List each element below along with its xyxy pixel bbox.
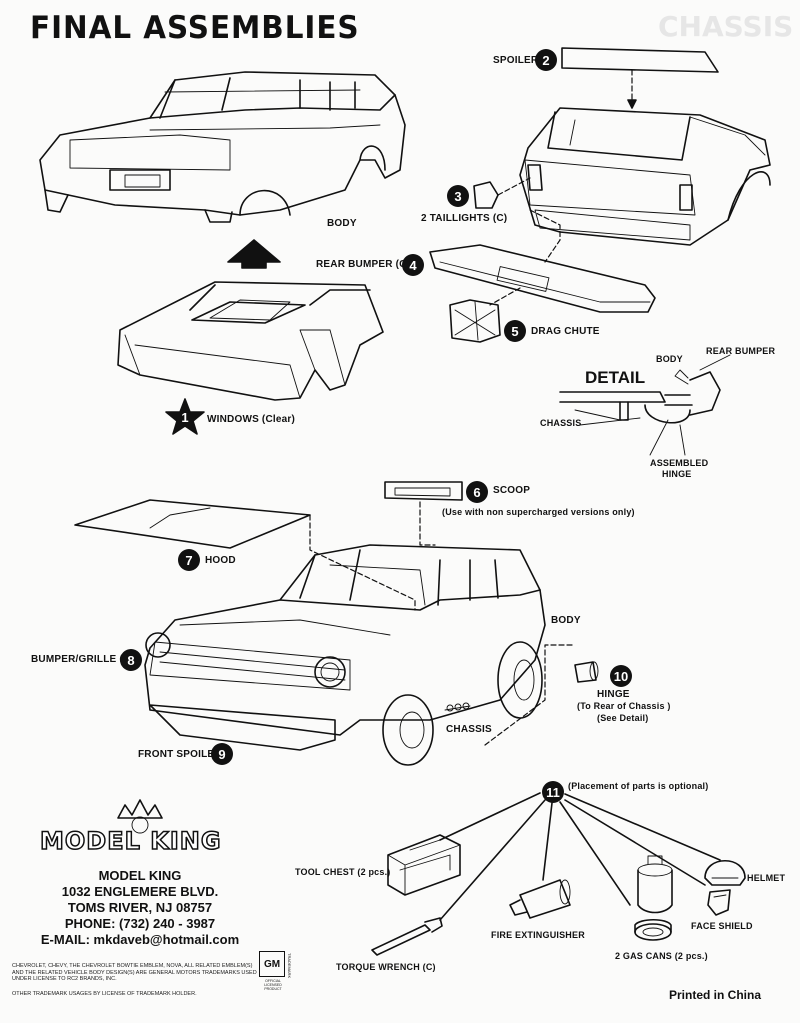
taillight-drawing — [473, 181, 499, 209]
arrow-up-drawing — [227, 239, 281, 269]
spoiler-drawing — [561, 47, 719, 73]
step-6-badge: 6 — [466, 481, 488, 503]
company-street: 1032 ENGLEMERE BLVD. — [61, 884, 219, 899]
body-label-bottom: BODY — [551, 615, 581, 626]
step-5-badge: 5 — [504, 320, 526, 342]
tool-chest-drawing — [387, 834, 461, 896]
torque-wrench-label: TORQUE WRENCH (C) — [336, 962, 436, 972]
detail-heading: DETAIL — [585, 368, 646, 387]
ghost-heading: CHASSIS — [658, 10, 794, 43]
chassis-label-bottom: CHASSIS — [446, 724, 492, 735]
drag-chute-drawing — [449, 299, 501, 343]
step-10-note-2: (See Detail) — [597, 713, 649, 723]
body-bottom-drawing — [144, 544, 546, 766]
company-address: MODEL KING 1032 ENGLEMERE BLVD. TOMS RIV… — [30, 868, 250, 948]
gm-badge: GM — [259, 951, 285, 977]
legal-usage-text: OTHER TRADEMARK USAGES BY LICENSE OF TRA… — [12, 991, 197, 997]
gm-licensed-text: OFFICIAL LICENSED PRODUCT — [264, 979, 282, 991]
hinge-drawing — [574, 661, 599, 683]
page-title: FINAL ASSEMBLIES — [30, 10, 360, 46]
rear-bumper-drawing — [429, 244, 656, 313]
step-11-badge: 11 — [542, 781, 564, 803]
gm-side-text: TRADEMARK — [287, 953, 292, 979]
step-9-label: FRONT SPOILER — [138, 749, 222, 760]
step-9-badge: 9 — [211, 743, 233, 765]
step-1-badge: 1 — [181, 409, 189, 425]
fire-extinguisher-label: FIRE EXTINGUISHER — [491, 930, 585, 940]
step-5-label: DRAG CHUTE — [531, 326, 600, 337]
step-2-badge: 2 — [535, 49, 557, 71]
company-name: MODEL KING — [98, 868, 182, 883]
step-7-label: HOOD — [205, 555, 236, 566]
step-3-label: 2 TAILLIGHTS (C) — [421, 213, 508, 224]
torque-wrench-drawing — [371, 917, 443, 956]
step-4-label: REAR BUMPER (C) — [316, 259, 411, 270]
step-10-badge: 10 — [610, 665, 632, 687]
step-8-label: BUMPER/GRILLE (C) — [31, 654, 134, 665]
step-10-note-1: (To Rear of Chassis ) — [577, 701, 671, 711]
detail-drawing — [559, 354, 731, 456]
gas-can-drawing — [634, 855, 673, 941]
windows-drawing — [117, 281, 384, 401]
helmet-label: HELMET — [747, 873, 786, 883]
company-email[interactable]: E-MAIL: mkdaveb@hotmail.com — [40, 932, 240, 947]
detail-chassis-label: CHASSIS — [540, 418, 582, 428]
windows-star-badge — [165, 398, 205, 435]
company-phone: PHONE: (732) 240 - 3987 — [64, 916, 216, 931]
step-8-badge: 8 — [120, 649, 142, 671]
step-4-badge: 4 — [402, 254, 424, 276]
step-2-label: SPOILER — [493, 55, 539, 66]
body-label-top: BODY — [327, 218, 357, 229]
step-6-label: SCOOP — [493, 485, 531, 496]
model-king-crown — [117, 799, 163, 834]
legal-trademark-text: CHEVROLET, CHEVY, THE CHEVROLET BOWTIE E… — [12, 963, 257, 982]
detail-hinge-label-2: HINGE — [662, 469, 692, 479]
detail-rear-bumper-label: REAR BUMPER — [706, 346, 776, 356]
body-top-drawing — [39, 71, 406, 223]
hood-drawing — [74, 499, 311, 549]
scoop-drawing — [384, 481, 463, 501]
accessory-leaders — [439, 792, 721, 921]
step-10-label: HINGE — [597, 689, 630, 700]
company-city: TOMS RIVER, NJ 08757 — [67, 900, 213, 915]
step-11-label: (Placement of parts is optional) — [568, 781, 709, 791]
tool-chest-label: TOOL CHEST (2 pcs.) — [295, 867, 391, 877]
helmet-drawing — [704, 859, 746, 916]
step-1-label: WINDOWS (Clear) — [207, 414, 295, 425]
printed-in-china: Printed in China — [669, 988, 762, 1002]
gas-cans-label: 2 GAS CANS (2 pcs.) — [615, 951, 708, 961]
step-7-badge: 7 — [178, 549, 200, 571]
face-shield-label: FACE SHIELD — [691, 921, 753, 931]
step-3-badge: 3 — [447, 185, 469, 207]
step-6-note: (Use with non supercharged versions only… — [442, 507, 635, 517]
detail-hinge-label-1: ASSEMBLED — [650, 458, 709, 468]
detail-body-label: BODY — [656, 354, 683, 364]
rear-body-drawing — [519, 107, 771, 246]
fire-extinguisher-drawing — [509, 879, 571, 919]
model-king-logo: MODEL KING — [39, 826, 222, 856]
